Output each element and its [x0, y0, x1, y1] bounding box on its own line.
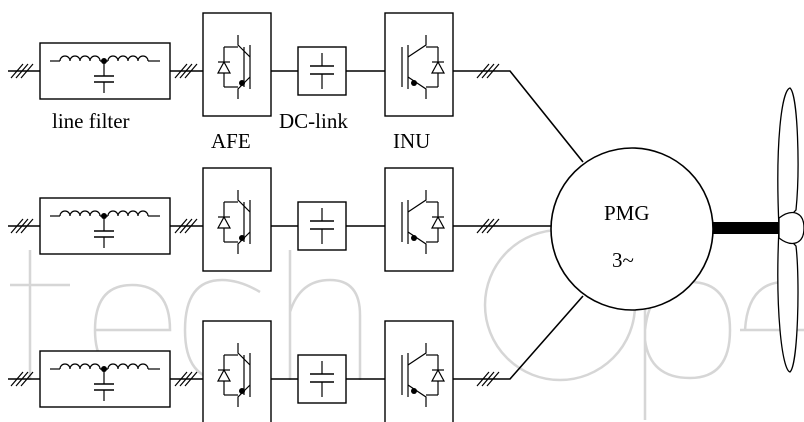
filter-capacitor-icon [94, 369, 114, 401]
inu-label: INU [393, 129, 430, 153]
afe-box [202, 12, 272, 117]
inu-box [384, 167, 454, 272]
branch-lower [8, 320, 500, 422]
filter-inductor-icon [50, 55, 160, 64]
pmg-phase-label: 3~ [612, 248, 634, 272]
generator-connections [453, 70, 584, 380]
dc-link-label: DC-link [279, 109, 348, 133]
pmg-generator-circle [550, 147, 714, 311]
filter-capacitor-icon [94, 61, 114, 93]
branch-middle [8, 167, 500, 272]
filter-capacitor-icon [94, 216, 114, 248]
shaft [713, 222, 779, 234]
grid-input-line [8, 218, 40, 234]
afe-box [202, 167, 272, 272]
afe-box [202, 320, 272, 422]
line-filter-box [39, 197, 171, 255]
grid-input-line [8, 371, 40, 387]
line-filter-label: line filter [52, 109, 130, 133]
dc-link-box [297, 46, 347, 96]
pmg-label: PMG [604, 201, 650, 225]
filter-to-afe-line [170, 63, 203, 79]
afe-label: AFE [211, 129, 251, 153]
branch-upper [8, 12, 500, 117]
line-filter-box [39, 42, 171, 100]
line-filter-box [39, 350, 171, 408]
inu-box [384, 320, 454, 422]
turbine-rotor-icon [777, 87, 804, 373]
converter-branches [8, 12, 500, 422]
dc-link-box [297, 201, 347, 251]
filter-to-afe-line [170, 218, 203, 234]
dc-link-box [297, 354, 347, 404]
filter-to-afe-line [170, 371, 203, 387]
grid-input-line [8, 63, 40, 79]
inu-box [384, 12, 454, 117]
